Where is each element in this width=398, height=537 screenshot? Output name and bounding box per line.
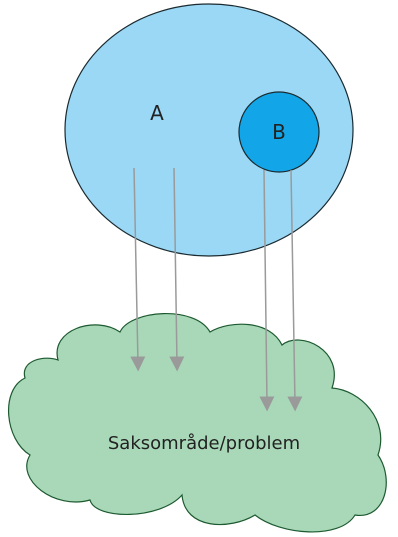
- arrow-a-2: [169, 167, 185, 372]
- arrow-b-2: [287, 169, 303, 412]
- set-b-label: B: [272, 120, 286, 144]
- domain-label: Saksområde/problem: [108, 433, 300, 454]
- set-b-circle: [238, 91, 320, 173]
- set-a-label: A: [150, 101, 164, 125]
- domain-cloud: [7, 313, 387, 533]
- arrow-a-1: [130, 167, 146, 372]
- set-a-ellipse: [64, 3, 354, 257]
- arrow-b-1: [259, 169, 275, 412]
